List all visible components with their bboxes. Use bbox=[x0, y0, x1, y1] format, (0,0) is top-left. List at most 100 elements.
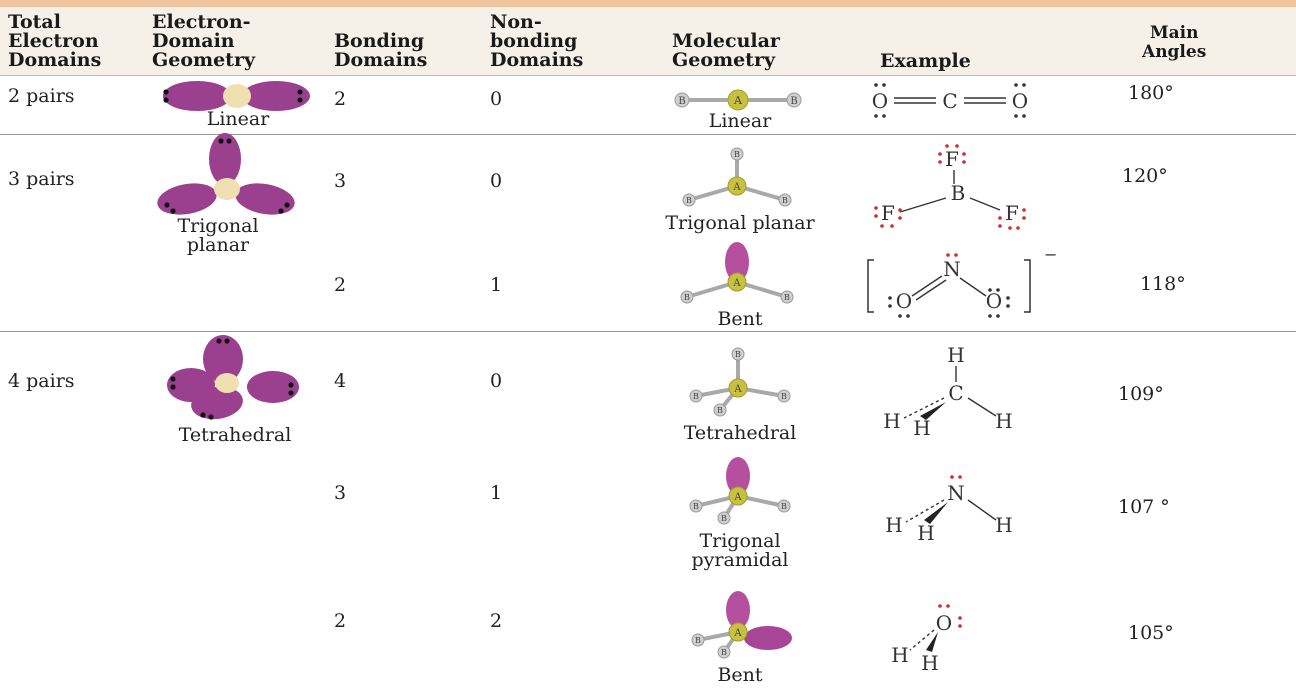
atom-h-label: H bbox=[921, 651, 938, 675]
trigonal-planar-molecule-icon: B B B A bbox=[682, 147, 792, 207]
row-nonbonding: 0 bbox=[490, 170, 503, 192]
atom-b-label: B bbox=[695, 636, 701, 645]
row-molgeo-label: Bent bbox=[717, 664, 763, 686]
atom-b-label: B bbox=[781, 392, 787, 401]
atom-b-label: B bbox=[721, 648, 727, 657]
atom-h-label: H bbox=[917, 521, 934, 545]
atom-a-label: A bbox=[732, 182, 741, 193]
header-molecular-geometry: Molecular Geometry bbox=[672, 32, 780, 70]
header-text: Electron- bbox=[152, 11, 251, 33]
atom-a-label: A bbox=[733, 492, 742, 503]
header-bonding-domains: Bonding Domains bbox=[334, 32, 427, 70]
header-text: bonding bbox=[490, 30, 578, 52]
row-bonding: 2 bbox=[334, 610, 347, 632]
atom-b-label: B bbox=[693, 392, 699, 401]
bf3-lewis-structure: F B F F bbox=[874, 144, 1026, 230]
row-molgeo-label: Linear bbox=[708, 110, 772, 132]
row-bonding: 3 bbox=[334, 482, 347, 504]
header-text: Electron bbox=[8, 30, 99, 52]
linear-orbital-icon bbox=[163, 81, 310, 111]
atom-h-label: H bbox=[883, 409, 900, 433]
row-bonding: 2 bbox=[334, 88, 347, 110]
linear-molecule-icon: B B A bbox=[674, 89, 802, 111]
atom-b-label: B bbox=[678, 96, 685, 107]
top-accent-bar bbox=[0, 0, 1296, 7]
row-nonbonding: 2 bbox=[490, 610, 503, 632]
header-text: Domains bbox=[8, 49, 102, 71]
h2o-lewis-structure: O H H bbox=[891, 604, 962, 675]
atom-b-label: B bbox=[717, 406, 723, 415]
header-text: Molecular bbox=[672, 30, 780, 52]
header-text: Domains bbox=[490, 49, 584, 71]
atom-a-label: A bbox=[733, 628, 742, 639]
atom-o-label: O bbox=[986, 289, 1002, 313]
tetrahedral-molecule-icon: B B B B A bbox=[689, 347, 791, 417]
atom-b-label: B bbox=[734, 150, 740, 159]
header-electron-domain-geometry: Electron- Domain Geometry bbox=[152, 13, 255, 70]
atom-b-label: B bbox=[721, 514, 727, 523]
atom-h-label: H bbox=[995, 513, 1012, 537]
header-text: Domain bbox=[152, 30, 235, 52]
atom-a-label: A bbox=[732, 278, 741, 289]
atom-c-label: C bbox=[948, 381, 963, 405]
row-molgeo-label: Trigonal planar bbox=[665, 212, 815, 234]
row-molgeo-label: Tetrahedral bbox=[683, 422, 797, 444]
atom-b-label: B bbox=[951, 181, 966, 205]
row-bonding: 3 bbox=[334, 170, 347, 192]
atom-b-label: B bbox=[790, 96, 797, 107]
row-angle: 105° bbox=[1128, 622, 1174, 644]
atom-a-label: A bbox=[733, 384, 742, 395]
row-nonbonding: 0 bbox=[490, 88, 503, 110]
atom-o-label: O bbox=[872, 89, 888, 113]
tetrahedral-orbital-icon bbox=[167, 335, 299, 420]
table-header: Total Electron Domains Electron- Domain … bbox=[0, 7, 1296, 76]
row-molgeo-label: Bent bbox=[717, 308, 763, 330]
header-nonbonding-domains: Non- bonding Domains bbox=[490, 13, 583, 70]
atom-f-label: F bbox=[881, 201, 895, 225]
row-angle: 109° bbox=[1118, 383, 1164, 405]
row-nonbonding: 1 bbox=[490, 482, 503, 504]
atom-f-label: F bbox=[945, 147, 959, 171]
atom-h-label: H bbox=[947, 343, 964, 367]
row-bonding: 4 bbox=[334, 370, 347, 392]
row-edgeo-label: Tetrahedral bbox=[178, 424, 292, 446]
label-line: pyramidal bbox=[691, 549, 789, 571]
row-nonbonding: 1 bbox=[490, 274, 503, 296]
ch4-lewis-structure: H C H H H bbox=[883, 343, 1012, 440]
header-text: Main bbox=[1149, 23, 1199, 43]
atom-f-label: F bbox=[1005, 201, 1019, 225]
atom-b-label: B bbox=[784, 293, 790, 302]
row-edgeo-label: Trigonal planar bbox=[138, 217, 298, 255]
header-text: Angles bbox=[1142, 42, 1207, 62]
atom-b-label: B bbox=[782, 196, 788, 205]
row-divider bbox=[0, 331, 1296, 332]
header-text: Example bbox=[880, 50, 971, 72]
trigonal-planar-orbital-icon bbox=[157, 133, 295, 215]
row-bonding: 2 bbox=[334, 274, 347, 296]
atom-o-label: O bbox=[896, 289, 912, 313]
atom-b-label: B bbox=[735, 350, 741, 359]
header-example: Example bbox=[880, 52, 971, 71]
atom-b-label: B bbox=[684, 293, 690, 302]
header-text: Geometry bbox=[152, 49, 256, 71]
row-total: 4 pairs bbox=[8, 370, 75, 392]
header-text: Domains bbox=[334, 49, 428, 71]
header-text: Geometry bbox=[672, 49, 776, 71]
co2-lewis-structure: O C O bbox=[872, 83, 1028, 118]
trigonal-pyramidal-molecule-icon: B B B A bbox=[689, 457, 791, 525]
label-line: Trigonal bbox=[699, 530, 781, 552]
label-line: planar bbox=[186, 234, 250, 256]
atom-h-label: H bbox=[913, 416, 930, 440]
atom-o-label: O bbox=[1012, 89, 1028, 113]
header-text: Bonding bbox=[334, 30, 425, 52]
row-angle: 180° bbox=[1128, 82, 1174, 104]
bent-molecule-2lp-icon: B B A bbox=[691, 591, 792, 659]
atom-o-label: O bbox=[936, 611, 952, 635]
row-angle: 120° bbox=[1122, 165, 1168, 187]
row-angle: 107 ° bbox=[1118, 496, 1170, 518]
row-nonbonding: 0 bbox=[490, 370, 503, 392]
nh3-lewis-structure: N H H H bbox=[885, 475, 1013, 545]
atom-b-label: B bbox=[781, 502, 787, 511]
row-angle: 118° bbox=[1140, 273, 1186, 295]
charge-label: − bbox=[1044, 245, 1057, 264]
